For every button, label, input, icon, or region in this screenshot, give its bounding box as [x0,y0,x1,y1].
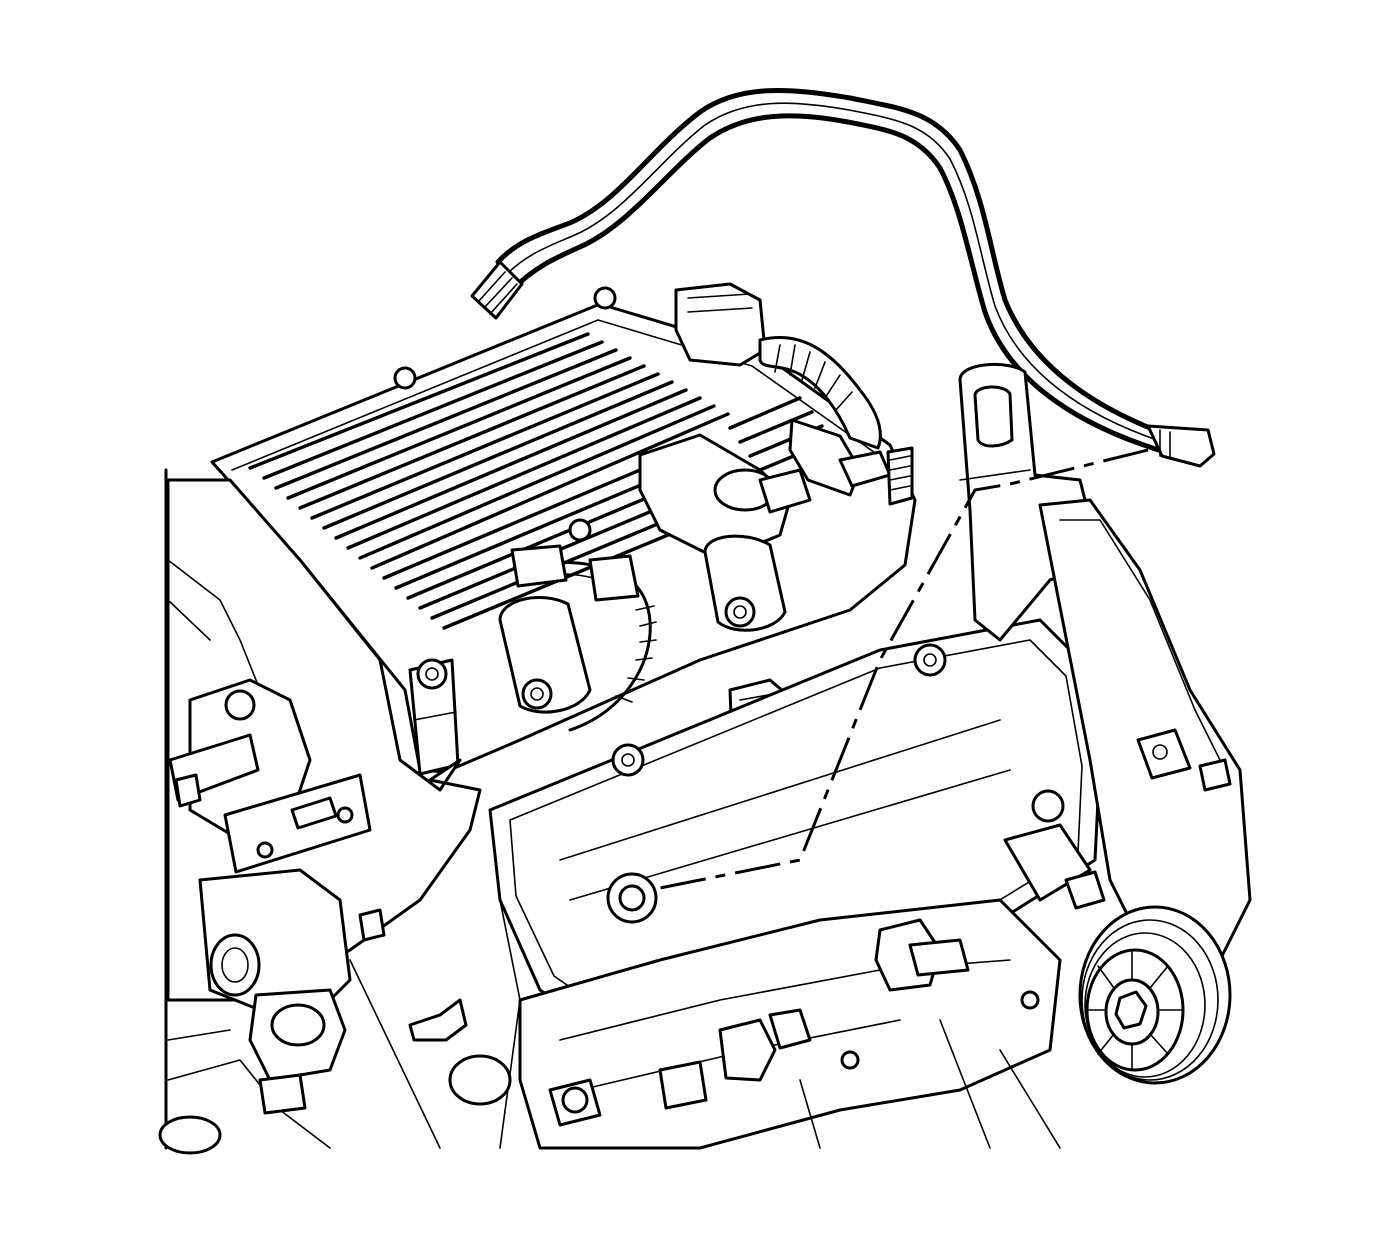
accessory-pulley [1078,905,1232,1085]
engine-block-lower [349,898,1062,1150]
wiring-harness [510,282,882,732]
leader-line [659,448,1149,890]
intake-manifold-cover [210,286,917,776]
engine-lift-bracket [958,362,1252,962]
pulley-spokes [1087,951,1183,1069]
engine-block-left [158,468,482,1155]
pcv-hose [470,88,1216,468]
